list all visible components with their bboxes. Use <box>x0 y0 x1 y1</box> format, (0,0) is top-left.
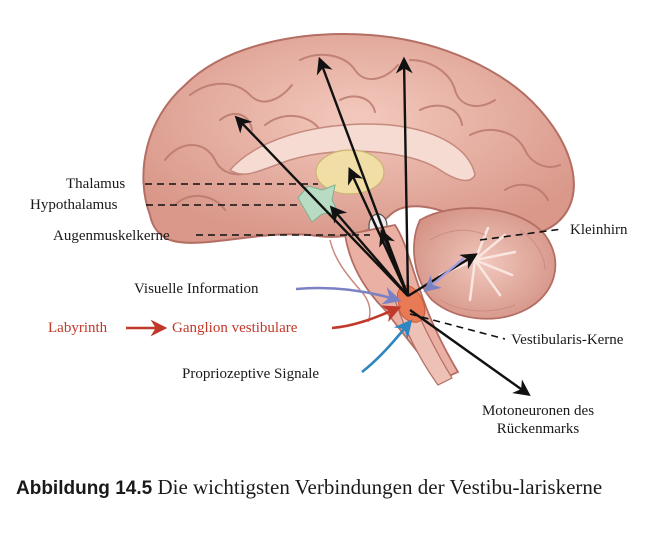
label-motoneuronen-line2: Rückenmarks <box>496 421 580 437</box>
brain-illustration <box>126 33 575 396</box>
label-motoneuronen-line1: Motoneuronen des <box>481 403 595 419</box>
label-motoneuronen: Motoneuronen des Rückenmarks <box>468 402 608 438</box>
label-augenmuskelkerne: Augenmuskelkerne <box>53 228 170 244</box>
label-vestibularis-kerne: Vestibularis-Kerne <box>511 332 624 348</box>
output-arrows <box>234 56 531 396</box>
label-propriozeptive-signale: Propriozeptive Signale <box>182 366 320 382</box>
label-kleinhirn: Kleinhirn <box>570 222 628 238</box>
label-labyrinth: Labyrinth <box>48 320 108 336</box>
leader-lines <box>145 183 563 340</box>
label-thalamus: Thalamus <box>66 176 126 192</box>
label-visuelle-information: Visuelle Information <box>134 281 259 297</box>
brain-diagram: Thalamus Hypothalamus Augenmuskelkerne K… <box>30 33 628 438</box>
figure-number: Abbildung 14.5 <box>16 478 153 499</box>
label-hypothalamus: Hypothalamus <box>30 197 118 213</box>
label-ganglion-vestibulare: Ganglion vestibulare <box>172 320 298 336</box>
caption-text: Die wichtigsten Verbindungen der Vestibu… <box>152 475 603 499</box>
figure-caption: Abbildung 14.5 Die wichtigsten Verbindun… <box>16 474 656 502</box>
corpus-callosum <box>228 123 476 182</box>
